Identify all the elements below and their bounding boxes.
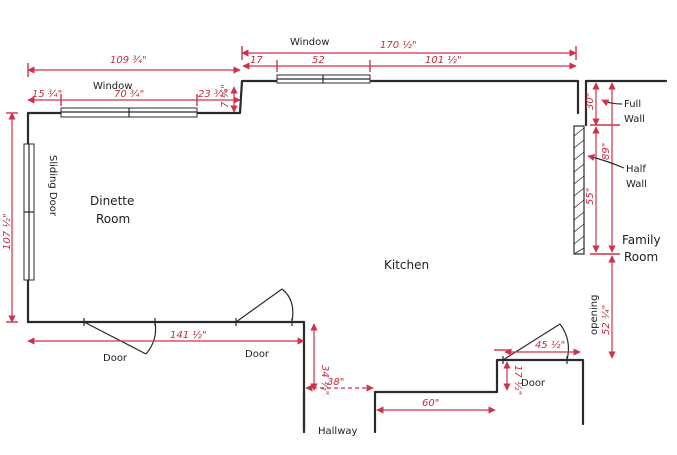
label-family: Family [622, 233, 661, 247]
half-wall-body [573, 125, 585, 255]
label-hallway: Hallway [318, 426, 358, 437]
dim-52: 52 [312, 55, 325, 66]
dim-60: 60" [422, 398, 439, 409]
sliding-door-frame [23, 143, 35, 281]
dim-23: 23 ¾" [198, 89, 228, 100]
label-half-wall: Wall [626, 179, 647, 190]
door-left-swing [83, 318, 157, 355]
dim-right-lower: 52 ¼" [600, 305, 612, 335]
label-kitchen: Kitchen [384, 258, 429, 272]
dimension-labels: 170 ½" 109 ¾" 17 52 101 ½" 15 ¾" 70 ¾" 2… [1, 39, 612, 409]
dim-15: 15 ¾" [32, 89, 62, 100]
label-full-wall: Wall [624, 114, 645, 125]
pointer-arrows [587, 99, 625, 169]
label-door-mid: Door [245, 349, 270, 360]
dim-dinette-top: 109 ¾" [110, 55, 147, 66]
dim-right-total: 89" [601, 143, 612, 160]
dim-17: 17 [250, 55, 263, 66]
door-mid-swing [235, 288, 294, 326]
half-wall [573, 125, 585, 255]
bottom-wall-mid [373, 358, 585, 434]
dim-101: 101 ½" [425, 54, 462, 66]
label-sliding-door: Sliding Door [47, 155, 58, 217]
dim-141: 141 ½" [170, 329, 207, 341]
label-family-room: Room [624, 250, 658, 264]
window-top [276, 74, 371, 84]
dim-38: 38" [327, 377, 344, 388]
label-window-left: Window [93, 81, 132, 92]
label-half: Half [626, 164, 646, 175]
label-dinette: Dinette [90, 194, 134, 208]
dim-right-half: 55" [585, 188, 596, 205]
label-door-right: Door [521, 378, 546, 389]
dim-step-34: 34 ½" [319, 365, 331, 395]
bottom-wall-left [26, 320, 306, 432]
label-door-left: Door [103, 353, 128, 364]
dim-left-height: 107 ½" [1, 213, 13, 250]
label-dinette-room: Room [96, 212, 130, 226]
label-opening: opening [589, 295, 600, 335]
dim-70: 70 ¾" [114, 89, 144, 100]
label-full: Full [624, 99, 641, 110]
dimension-lines [6, 46, 620, 414]
dim-step-17: 17 ½" [512, 365, 524, 395]
room-labels: Dinette Room Kitchen Family Room Hallway… [47, 37, 661, 437]
label-window-top: Window [290, 37, 329, 48]
window-left [60, 107, 198, 118]
walls [26, 79, 668, 434]
dim-7: 7 ¼" [219, 84, 231, 108]
dim-total-top: 170 ½" [380, 39, 417, 51]
dim-45: 45 ½" [535, 339, 565, 351]
dim-right-top: 30" [585, 93, 596, 110]
